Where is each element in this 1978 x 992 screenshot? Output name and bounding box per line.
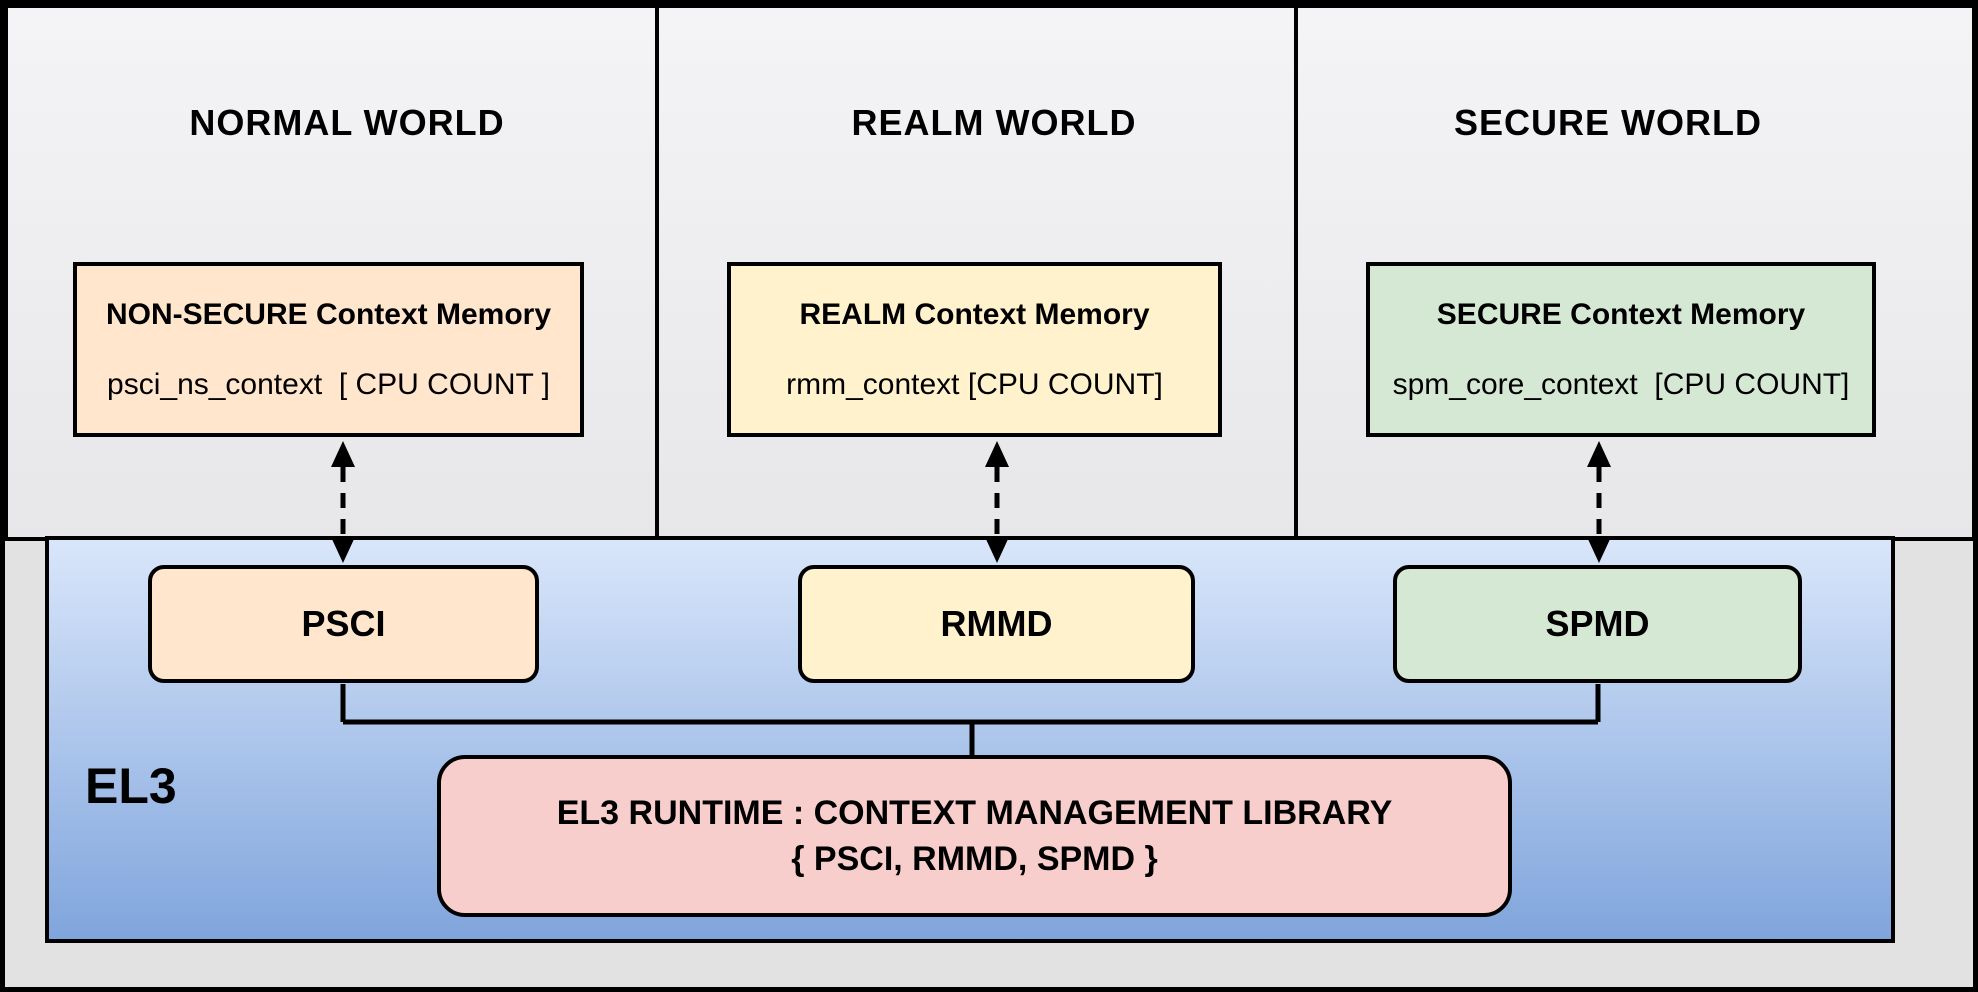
el3-runtime-members: { PSCI, RMMD, SPMD } xyxy=(791,840,1158,878)
psci-module-label: PSCI xyxy=(301,603,386,644)
realm-context-memory-title: REALM Context Memory xyxy=(799,297,1150,331)
nonsecure-context-array: psci_ns_context [ CPU COUNT ] xyxy=(107,367,550,401)
secure-world-title: SECURE WORLD xyxy=(1454,102,1762,143)
nonsecure-context-memory-title: NON-SECURE Context Memory xyxy=(105,297,552,331)
realm-world-title: REALM WORLD xyxy=(851,102,1137,143)
secure-context-memory-box: SECURE Context Memory spm_core_context [… xyxy=(1366,262,1876,437)
spmd-module-label: SPMD xyxy=(1545,603,1650,644)
rmmd-module-box: RMMD xyxy=(798,565,1195,683)
spmd-module-box: SPMD xyxy=(1393,565,1802,683)
psci-module-box: PSCI xyxy=(148,565,539,683)
normal-world-title: NORMAL WORLD xyxy=(189,102,505,143)
secure-context-memory-title: SECURE Context Memory xyxy=(1436,297,1806,331)
realm-context-memory-box: REALM Context Memory rmm_context [CPU CO… xyxy=(727,262,1222,437)
nonsecure-context-memory-box: NON-SECURE Context Memory psci_ns_contex… xyxy=(73,262,584,437)
secure-context-array: spm_core_context [CPU COUNT] xyxy=(1392,367,1850,401)
el3-label: EL3 xyxy=(85,758,177,814)
realm-context-array: rmm_context [CPU COUNT] xyxy=(786,367,1163,401)
rmmd-module-label: RMMD xyxy=(940,603,1053,644)
el3-runtime-title: EL3 RUNTIME : CONTEXT MANAGEMENT LIBRARY xyxy=(556,794,1393,832)
el3-runtime-box: EL3 RUNTIME : CONTEXT MANAGEMENT LIBRARY… xyxy=(437,755,1512,917)
